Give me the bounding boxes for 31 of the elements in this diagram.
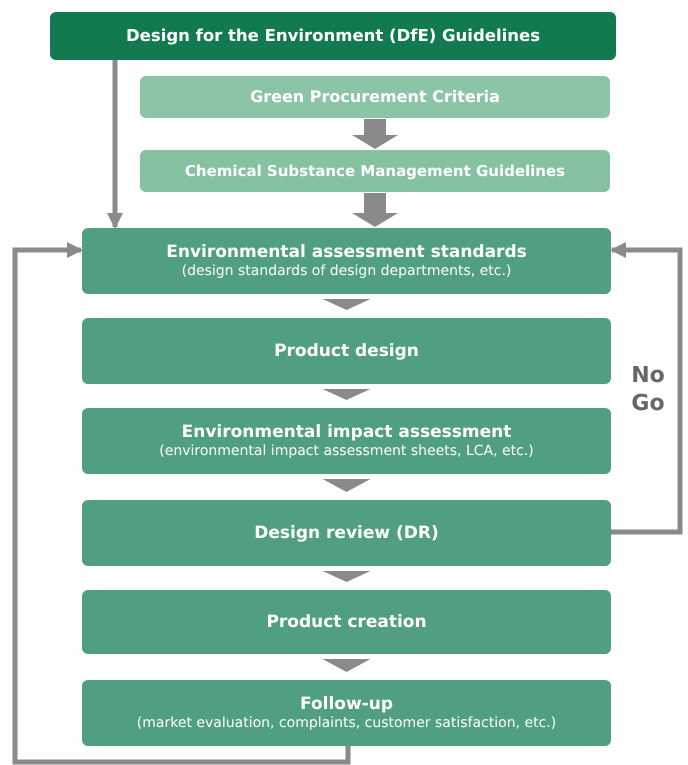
process-box	[82, 500, 611, 566]
box-subtitle: (environmental impact assessment sheets, LCA, etc.)	[159, 442, 534, 460]
arrow	[322, 389, 370, 400]
process-box	[82, 590, 611, 654]
box-title: Environmental impact assessment	[182, 422, 512, 443]
process-box	[140, 150, 610, 192]
arrow	[352, 119, 398, 149]
box-title: Design for the Environment (DfE) Guidelines	[126, 26, 540, 46]
box-title: Product design	[274, 340, 419, 362]
arrow	[352, 193, 398, 227]
process-box	[82, 228, 611, 294]
arrow	[107, 60, 123, 229]
process-box	[140, 76, 610, 118]
box-title: Product creation	[266, 612, 427, 632]
arrow	[322, 479, 370, 492]
box-title: Environmental assessment standards	[166, 242, 527, 263]
arrow	[322, 299, 370, 310]
box-title: Design review (DR)	[254, 522, 439, 544]
process-box	[82, 408, 611, 474]
process-box	[50, 12, 616, 60]
arrow	[610, 242, 682, 534]
box-title: Follow-up	[300, 694, 393, 715]
process-box	[82, 680, 611, 746]
arrow	[322, 659, 370, 672]
process-box	[82, 318, 611, 384]
arrow	[322, 571, 370, 582]
box-title: Chemical Substance Management Guidelines	[184, 162, 566, 180]
box-subtitle: (market evaluation, complaints, customer satisfaction, etc.)	[136, 714, 556, 732]
box-title: Green Procurement Criteria	[250, 87, 500, 107]
box-subtitle: (design standards of design departments, etc.)	[182, 262, 512, 280]
arrow	[12, 242, 350, 764]
